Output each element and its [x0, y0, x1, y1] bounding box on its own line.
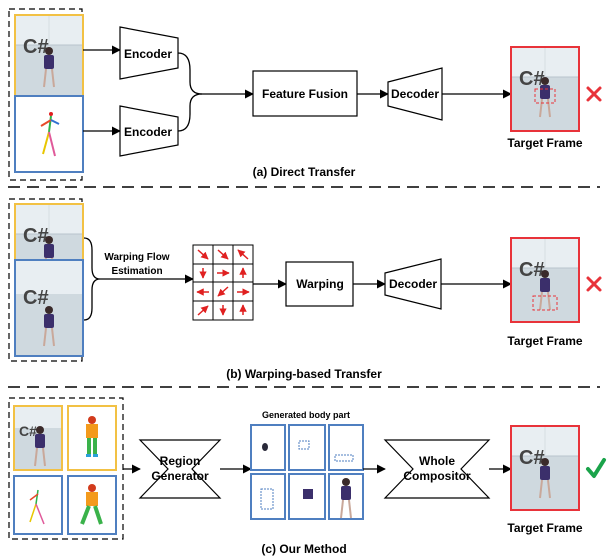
source-image-a [14, 14, 84, 100]
parts-title: Generated body part [262, 410, 350, 420]
check-icon [586, 458, 606, 478]
brace [83, 237, 101, 321]
warping-label: Warping [296, 277, 344, 291]
whole-compositor [383, 439, 491, 499]
target-frame-a [510, 46, 580, 132]
flow-label-2: Estimation [111, 266, 162, 277]
feature-fusion-label: Feature Fusion [262, 87, 348, 101]
decoder-b [384, 258, 442, 310]
caption-c: (c) Our Method [261, 542, 346, 556]
region-generator [138, 439, 222, 499]
input-group-a [8, 8, 83, 181]
flow-label-1: Warping Flow [104, 252, 169, 263]
section-a: Encoder Encoder Feature Fusion Decoder T… [8, 8, 602, 181]
pose-image-c [13, 475, 63, 535]
target-frame-c [510, 425, 580, 511]
decoder-a [387, 67, 443, 121]
svg-text:C#: C# [19, 423, 37, 439]
target-frame-b-label: Target Frame [507, 334, 582, 348]
encoder-bottom-label: Encoder [124, 125, 172, 139]
source-image-c: C# [13, 405, 63, 471]
region-generator-label-2: Generator [151, 469, 209, 483]
target-frame-c-label: Target Frame [507, 521, 582, 535]
section-c: C# Region [8, 397, 606, 556]
target-frame-a-label: Target Frame [507, 136, 582, 150]
cross-icon [586, 86, 602, 102]
encoder-top [119, 26, 179, 80]
pose-guided-image-b: C# [14, 259, 84, 357]
target-frame-b [510, 237, 580, 323]
whole-compositor-label-1: Whole [419, 454, 455, 468]
encoder-top-label: Encoder [124, 47, 172, 61]
caption-a: (a) Direct Transfer [253, 165, 356, 179]
warping-flow-grid [192, 244, 254, 321]
whole-compositor-label-2: Compositor [403, 469, 471, 483]
generated-body-parts-grid [250, 424, 364, 520]
warping-box [285, 261, 354, 307]
pose-image-a [14, 95, 84, 173]
caption-b: (b) Warping-based Transfer [226, 367, 382, 381]
encoder-bottom [119, 105, 179, 157]
decoder-b-label: Decoder [389, 277, 437, 291]
decoder-a-label: Decoder [391, 87, 439, 101]
part-map-c [67, 405, 117, 471]
region-generator-label-1: Region [160, 454, 201, 468]
section-b: C# Warping Flow Estimation [8, 198, 602, 381]
svg-text:C#: C# [23, 287, 49, 309]
target-part-map-c [67, 475, 117, 535]
cross-icon [586, 276, 602, 292]
